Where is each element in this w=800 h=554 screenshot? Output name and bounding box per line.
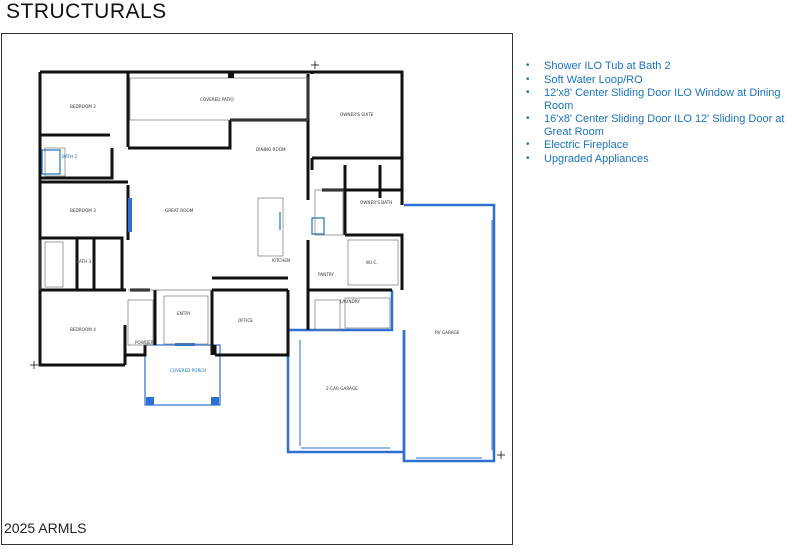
room-label-bedroom4: BEDROOM 4 (70, 327, 96, 332)
room-label-great-room: GREAT ROOM (165, 208, 194, 213)
room-label-owners-bath: OWNER'S BATH (360, 200, 392, 205)
bullet-icon: • (526, 113, 530, 124)
room-label-bath2: BATH 2 (62, 154, 77, 159)
note-item: • 16'x8' Center Sliding Door ILO 12' Slid… (522, 113, 797, 138)
room-label-kitchen: KITCHEN (272, 258, 290, 263)
bullet-icon: • (526, 152, 530, 164)
note-text: 12'x8' Center Sliding Door ILO Window at… (544, 87, 781, 112)
bullet-icon: • (526, 139, 530, 150)
note-text: Electric Fireplace (544, 139, 629, 151)
room-label-powder: POWDER (135, 340, 154, 345)
note-text: Soft Water Loop/RO (544, 73, 643, 86)
note-item: • Soft Water Loop/RO (522, 74, 797, 87)
copyright-watermark: 2025 ARMLS (4, 520, 87, 536)
bullet-icon: • (526, 73, 530, 85)
note-item: • 12'x8' Center Sliding Door ILO Window a… (522, 87, 797, 112)
floor-plan-frame (1, 33, 513, 545)
note-item: • Shower ILO Tub at Bath 2 (522, 60, 797, 73)
room-label-bedroom3: BEDROOM 3 (70, 208, 96, 213)
room-label-laundry: LAUNDRY (340, 299, 360, 304)
room-label-pantry: PANTRY (318, 272, 334, 277)
note-text: Upgraded Appliances (544, 152, 649, 165)
note-item: • Upgraded Appliances (522, 153, 797, 166)
note-text: 16'x8' Center Sliding Door ILO 12' Slidi… (544, 113, 785, 138)
note-item: • Electric Fireplace (522, 139, 797, 152)
room-label-owners-suite: OWNER'S SUITE (340, 112, 374, 117)
page-title: STRUCTURALS (6, 0, 167, 23)
room-label-entry: ENTRY (177, 311, 191, 316)
room-label-dining-room: DINING ROOM (256, 147, 286, 152)
room-label-covered-porch: COVERED PORCH (170, 368, 206, 373)
room-label-rv-garage: RV GARAGE (435, 330, 460, 335)
note-text: Shower ILO Tub at Bath 2 (544, 60, 671, 72)
room-label-office: OFFICE (238, 318, 253, 323)
room-label-bedroom2: BEDROOM 2 (70, 104, 96, 109)
structural-notes-list: • Shower ILO Tub at Bath 2 • Soft Water Lo… (522, 60, 797, 166)
room-label-two-car-garage: 2-CAR GARAGE (326, 386, 358, 391)
room-label-bath3: BATH 3 (76, 259, 91, 264)
bullet-icon: • (526, 87, 530, 98)
room-label-wic: W.I.C. (366, 260, 378, 265)
bullet-icon: • (526, 60, 530, 71)
room-label-covered-patio: COVERED PATIO (200, 97, 234, 102)
